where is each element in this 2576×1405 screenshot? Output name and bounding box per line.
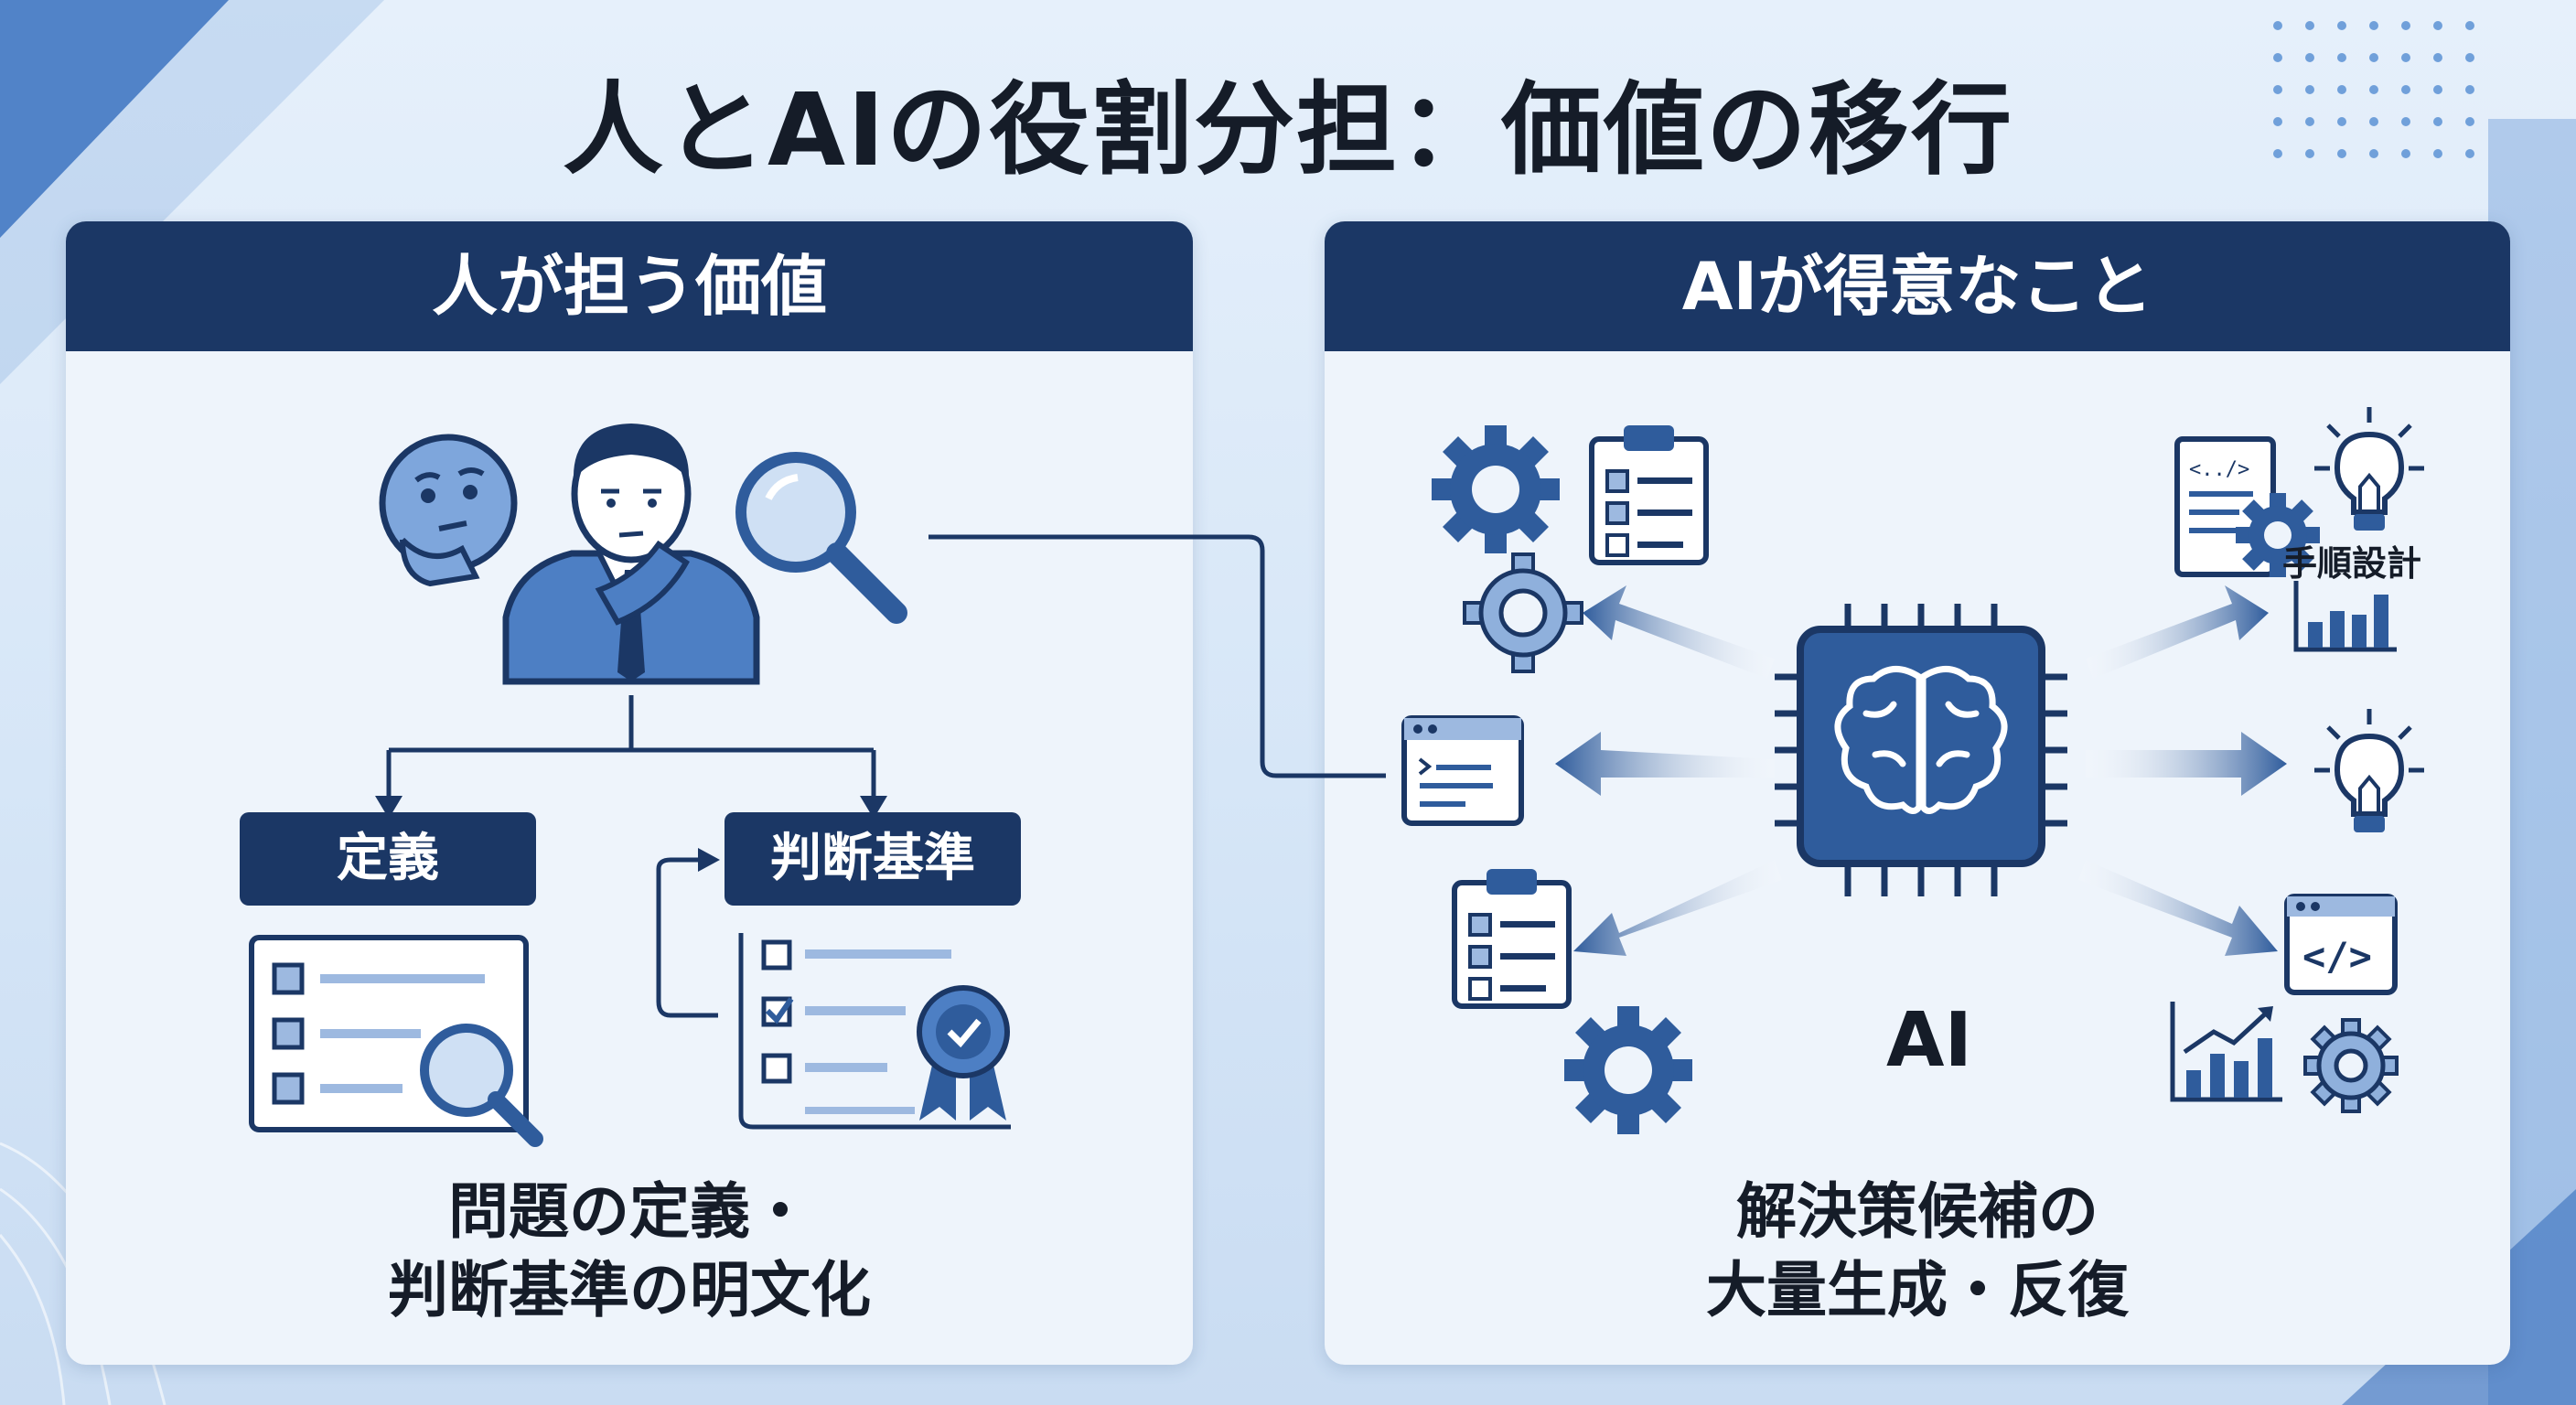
human-value-panel: 人が担う価値 [66,221,1193,1365]
idea-lightbulb-icon [2314,709,2424,832]
ai-chip-icon [1775,604,2067,896]
radiating-arrows [1555,585,2287,956]
arrow-left [1555,732,1775,796]
arrow-right [2086,732,2287,796]
branch-connector [375,695,887,819]
svg-text:<../>: <../> [2189,458,2249,481]
arrow-lower-right [2078,860,2278,956]
definition-document-icon [249,935,543,1147]
arrow-upper-left [1583,585,1775,679]
arrow-upper-right [2086,585,2269,679]
clipboard-icon [1452,869,1572,1009]
ai-caption-line1: 解決策候補の [1736,1176,2098,1247]
feedback-loop-arrow [656,848,720,1018]
ai-label: AI [1886,997,1972,1084]
human-caption-line1: 問題の定義・ [448,1176,810,1247]
settings-gear-icon [1463,552,1583,673]
human-panel-header: 人が担う価値 [66,221,1193,351]
procedure-design-label: 手順設計 [2282,543,2422,584]
gear-icon [1564,1006,1692,1134]
page-title: 人とAIの役割分担：価値の移行 [562,71,2014,188]
arrow-lower-left [1573,860,1782,956]
gear-icon [1432,425,1560,553]
magnifier-icon [735,452,907,624]
human-to-ai-connector [928,534,1386,778]
human-caption-line2: 判断基準の明文化 [388,1255,871,1325]
clipboard-checklist-icon [1589,425,1709,565]
human-caption: 問題の定義・ 判断基準の明文化 [66,1173,1193,1330]
growth-chart-icon [2170,1002,2282,1102]
ai-caption-line2: 大量生成・反復 [1706,1255,2129,1325]
code-brackets-window-icon: </> [2284,894,2398,995]
thinking-face-icon [379,434,518,587]
process-gear-icon [2236,493,2320,577]
bar-chart-icon [2293,581,2397,652]
criteria-checklist-icon [738,933,1011,1130]
ai-caption: 解決策候補の 大量生成・反復 [1325,1173,2510,1330]
code-window-icon [1401,715,1524,826]
businessman-icon [502,424,760,685]
criteria-pill: 判断基準 [724,812,1021,906]
definition-pill: 定義 [240,812,536,906]
lightbulb-icon [2314,407,2424,531]
gear-small-icon [2303,1018,2399,1113]
ai-panel-header: AIが得意なこと [1325,221,2510,351]
svg-text:</>: </> [2302,934,2372,979]
